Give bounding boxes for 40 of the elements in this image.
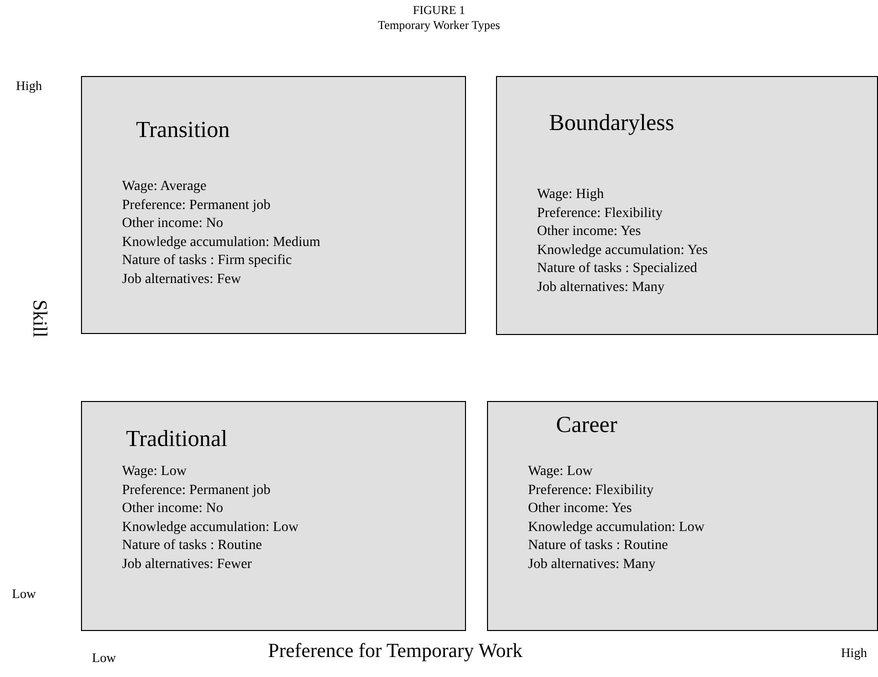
attribute-text: Wage: Average [122,179,207,195]
quadrant-heading: Boundaryless [549,110,674,136]
quadrant-box [81,401,466,631]
axis-end-label: High [16,78,42,94]
attribute-text: Knowledge accumulation: Low [122,520,299,536]
attribute-text: Wage: Low [528,464,593,480]
quadrant-box [487,401,878,631]
attribute-text: Nature of tasks : Routine [528,538,668,554]
quadrant-heading: Career [556,412,618,438]
attribute-text: Preference: Permanent job [122,482,270,498]
attribute-text: Other income: No [122,501,224,517]
attribute-text: Wage: High [537,187,604,203]
attribute-text: Preference: Flexibility [528,482,654,498]
attribute-text: Preference: Flexibility [537,206,663,222]
attribute-text: Other income: Yes [528,501,632,517]
attribute-text: Wage: Low [122,464,187,480]
attribute-text: Other income: Yes [537,224,641,240]
axis-title: Skill [27,300,50,338]
attribute-text: Job alternatives: Few [122,272,241,288]
figure-number: FIGURE 1 [412,3,466,18]
attribute-text: Nature of tasks : Specialized [537,261,698,277]
attribute-text: Job alternatives: Many [528,556,656,572]
figure-title: Temporary Worker Types [376,18,502,33]
quadrant-heading: Traditional [126,426,228,452]
quadrant-box [496,76,878,335]
attribute-text: Knowledge accumulation: Medium [122,234,320,250]
attribute-text: Knowledge accumulation: Low [528,520,705,536]
attribute-text: Nature of tasks : Firm specific [122,253,292,269]
attribute-text: Job alternatives: Fewer [122,556,252,572]
attribute-text: Nature of tasks : Routine [122,538,262,554]
axis-title: Preference for Temporary Work [268,640,522,663]
axis-end-label: Low [12,586,36,602]
attribute-text: Preference: Permanent job [122,198,270,214]
quadrant-heading: Transition [136,117,230,143]
quadrant-box [81,76,466,334]
axis-end-label: Low [92,650,116,666]
axis-end-label: High [841,645,867,661]
attribute-text: Other income: No [122,216,224,232]
attribute-text: Knowledge accumulation: Yes [537,242,708,258]
attribute-text: Job alternatives: Many [537,280,665,296]
